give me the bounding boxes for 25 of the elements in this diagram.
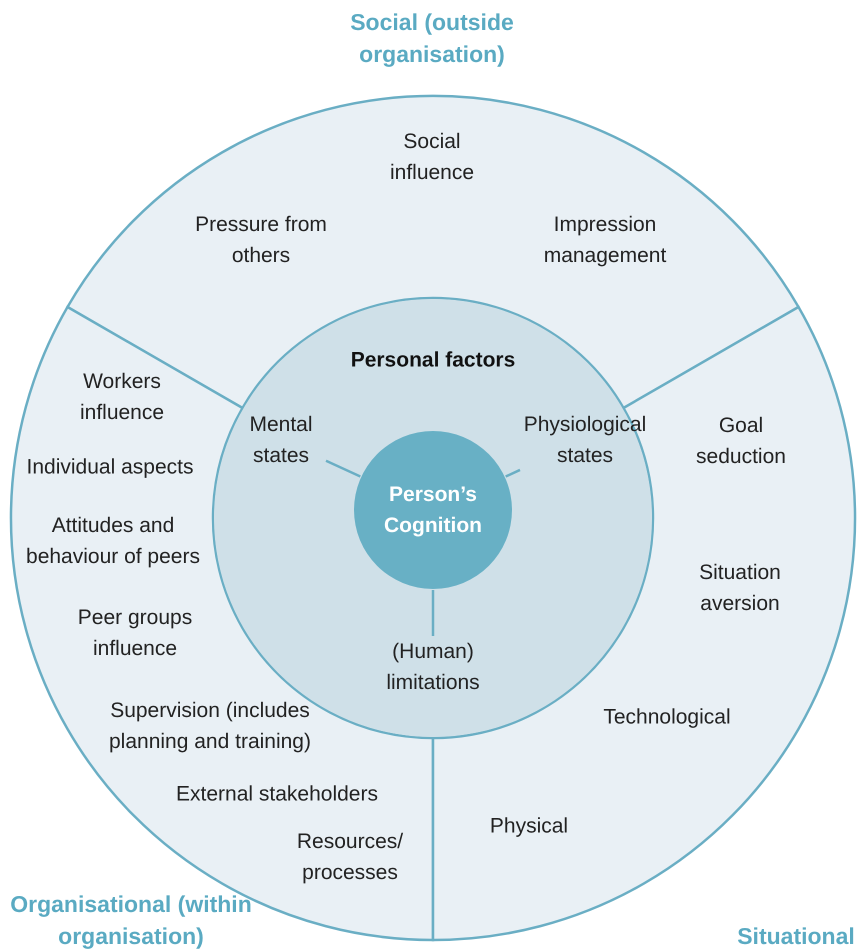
factor-label: Mental states bbox=[248, 412, 314, 469]
factor-label: (Human) limitations bbox=[385, 639, 481, 696]
factor-label: Impression management bbox=[542, 212, 668, 269]
category-heading: Organisational (within organisation) bbox=[9, 890, 253, 949]
factor-label: Supervision (includes planning and training) bbox=[108, 698, 312, 755]
factor-label: Physical bbox=[488, 814, 570, 840]
factor-label: Goal seduction bbox=[695, 413, 787, 470]
connector-line bbox=[325, 460, 361, 478]
factor-label: Pressure from others bbox=[194, 212, 328, 269]
factor-label: Physiological states bbox=[522, 412, 648, 469]
factor-label: Technological bbox=[602, 704, 732, 730]
factor-label: Peer groups influence bbox=[76, 605, 194, 662]
connector-line bbox=[505, 468, 521, 478]
factor-label: Workers influence bbox=[78, 369, 166, 426]
factor-label: Situation aversion bbox=[698, 560, 782, 617]
category-heading: Social (outside organisation) bbox=[349, 8, 515, 69]
circle-heading: Personal factors bbox=[350, 348, 516, 374]
center-label: Person’s Cognition bbox=[383, 482, 483, 539]
connector-line bbox=[432, 590, 434, 636]
factor-label: Resources/ processes bbox=[296, 829, 404, 886]
factor-label: Attitudes and behaviour of peers bbox=[25, 513, 201, 570]
factor-label: External stakeholders bbox=[175, 782, 379, 808]
factor-label: Social influence bbox=[388, 129, 476, 186]
factor-label: Individual aspects bbox=[26, 454, 194, 480]
category-heading: Situational bbox=[736, 922, 856, 949]
